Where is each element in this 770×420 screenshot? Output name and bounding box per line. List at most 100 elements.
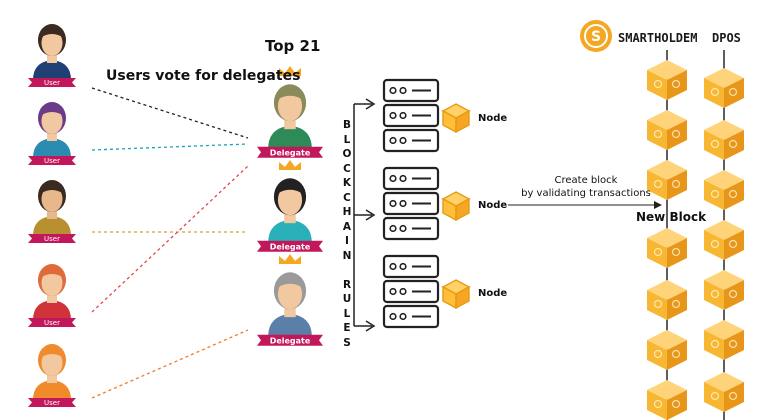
user-4: User [28,264,76,327]
hair-top-shape [40,185,64,194]
crown-icon [279,254,301,264]
server-led [399,111,407,120]
delegate-3: Delegate [257,254,323,346]
block-cube-icon [647,228,687,268]
server-led [389,262,397,271]
hair-top-shape [276,90,304,101]
delegate-badge-text: Delegate [270,243,311,252]
block-cube-icon [647,60,687,100]
block-left [647,170,667,200]
server-unit [382,103,440,128]
server-led [399,199,407,208]
server-unit [382,304,440,329]
block-pattern [653,247,663,257]
connectors [353,98,662,332]
cube-right [455,285,470,310]
vote-line-5 [91,329,249,399]
block-pattern [653,129,663,139]
user-badge [28,234,76,243]
bracket-arrowhead-2 [365,209,376,221]
node-cube-icon [441,191,471,222]
block-right [724,382,744,412]
neck-shape [284,118,296,130]
shirt-shape [268,219,312,243]
block-pattern [653,399,663,409]
node-cube-icon [441,279,471,310]
face-shape [41,30,63,56]
shirt-shape [33,138,71,158]
neck-shape [47,294,57,303]
brand-name: SMARTHOLDEM [618,31,697,45]
block-cube-icon [704,68,744,108]
vote-line-2 [91,143,249,151]
block-cube-icon [704,372,744,412]
block-pattern [653,179,663,189]
delegate-1: Delegate [257,66,323,158]
block-right [724,180,744,210]
rules-letter [340,263,354,278]
block-left [704,78,724,108]
server-unit [382,216,440,241]
block-right [724,230,744,260]
block-left [704,130,724,160]
server-unit [382,78,440,103]
create-block-line-2: by validating transactions [521,188,651,199]
block-left [647,290,667,320]
user-badge-text: User [44,319,60,327]
block-pattern [728,391,738,401]
user-2: User [28,102,76,165]
rules-letter: B [342,119,351,131]
block-right [724,330,744,360]
block-right [667,70,687,100]
hair-top-shape [276,184,304,195]
rules-letter: U [342,293,352,305]
server-led [399,136,407,145]
server-led [389,111,397,120]
rules-letter: L [343,133,351,146]
hair-top-shape [40,349,64,358]
block-right [667,170,687,200]
block-pattern [728,239,738,249]
block-right [667,340,687,370]
block-pattern [671,79,681,89]
face-shape [277,279,303,310]
create-block-line-1: Create block [554,175,618,186]
neck-shape [284,306,296,318]
block-left [647,340,667,370]
delegate-badge [257,334,323,346]
node-cube-icon [441,103,471,134]
server-unit [382,166,440,191]
crown-icon [279,66,301,76]
user-badge-text: User [44,157,60,165]
blockchain-columns [647,50,744,420]
block-cube-icon [704,170,744,210]
delegate-2: Delegate [257,160,323,252]
vote-line-4 [91,165,249,313]
block-pattern [728,87,738,97]
block-pattern [710,87,720,97]
block-pattern [710,289,720,299]
delegate-badge [257,146,323,158]
block-cube-icon [647,380,687,420]
rules-letter: O [342,148,352,160]
node-label-2: Node [478,200,508,211]
rules-letter: L [343,307,351,320]
bracket-arrowhead-1 [365,98,376,110]
cube-right [455,197,470,222]
block-right [667,120,687,150]
server-led [399,174,407,183]
server-led [389,312,397,321]
face-shape [41,108,63,134]
neck-shape [47,54,57,63]
server-led [399,224,407,233]
shirt-shape [268,313,312,337]
rules-letter: S [343,336,351,349]
face-shape [41,186,63,212]
block-pattern [728,339,738,349]
server-led [399,262,407,271]
server-led [389,86,397,95]
block-pattern [710,139,720,149]
user-badge-text: User [44,399,60,407]
